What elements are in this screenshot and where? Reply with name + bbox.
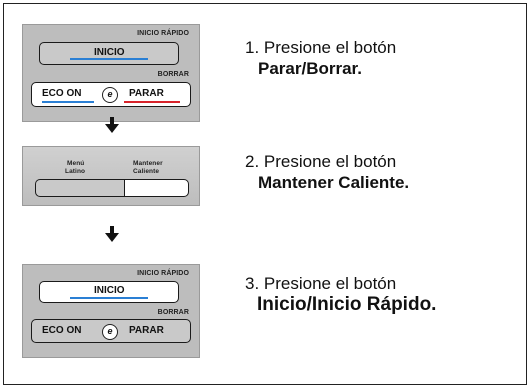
eco-icon: e (102, 87, 118, 103)
start-button-label: INICIO (94, 285, 125, 296)
step-1-line1: 1. Presione el botón (245, 38, 397, 57)
step-3-line2: Inicio/Inicio Rápido. (257, 294, 437, 315)
keep-warm-button[interactable] (124, 179, 189, 197)
instruction-frame (3, 3, 527, 385)
latin-menu-label-2: Latino (65, 168, 86, 175)
latin-menu-label-1: Menú (67, 160, 85, 167)
start-button-label: INICIO (94, 47, 125, 58)
start-button[interactable]: INICIO (39, 42, 179, 65)
down-arrow-icon (105, 226, 119, 242)
keep-warm-label-2: Caliente (133, 168, 160, 175)
eco-on-label: ECO ON (42, 325, 82, 336)
step-2-line2: Mantener Caliente. (258, 173, 410, 192)
control-panel-1: INICIO RÁPIDO INICIO BORRAR ECO ON e PAR… (22, 24, 200, 122)
start-button[interactable]: INICIO (39, 281, 179, 303)
eco-on-label: ECO ON (42, 88, 82, 99)
latin-menu-button[interactable] (35, 179, 125, 197)
eco-underline (42, 101, 94, 103)
step-1-text: 1. Presione el botón Parar/Borrar. (245, 38, 396, 79)
eco-stop-button-group[interactable]: ECO ON e PARAR (31, 319, 191, 343)
stop-button-label: PARAR (129, 88, 164, 99)
clear-label: BORRAR (157, 71, 189, 78)
eco-stop-button-group[interactable]: ECO ON e PARAR (31, 82, 191, 107)
clear-label: BORRAR (157, 309, 189, 316)
step-3-line1: 3. Presione el botón (245, 274, 397, 293)
stop-underline (124, 101, 180, 103)
start-underline (70, 58, 148, 60)
control-panel-2: Menú Latino Mantener Caliente (22, 146, 200, 206)
eco-icon: e (102, 324, 118, 340)
stop-button-label: PARAR (129, 325, 164, 336)
start-underline (70, 297, 148, 299)
step-2-text: 2. Presione el botón Mantener Caliente. (245, 152, 409, 193)
keep-warm-label-1: Mantener (133, 160, 163, 167)
step-1-line2: Parar/Borrar. (258, 59, 362, 78)
quick-start-label: INICIO RÁPIDO (137, 270, 189, 277)
quick-start-label: INICIO RÁPIDO (137, 30, 189, 37)
step-2-line1: 2. Presione el botón (245, 152, 397, 171)
control-panel-3: INICIO RÁPIDO INICIO BORRAR ECO ON e PAR… (22, 264, 200, 358)
down-arrow-icon (105, 117, 119, 133)
step-3-text: 3. Presione el botón Inicio/Inicio Rápid… (245, 274, 436, 315)
